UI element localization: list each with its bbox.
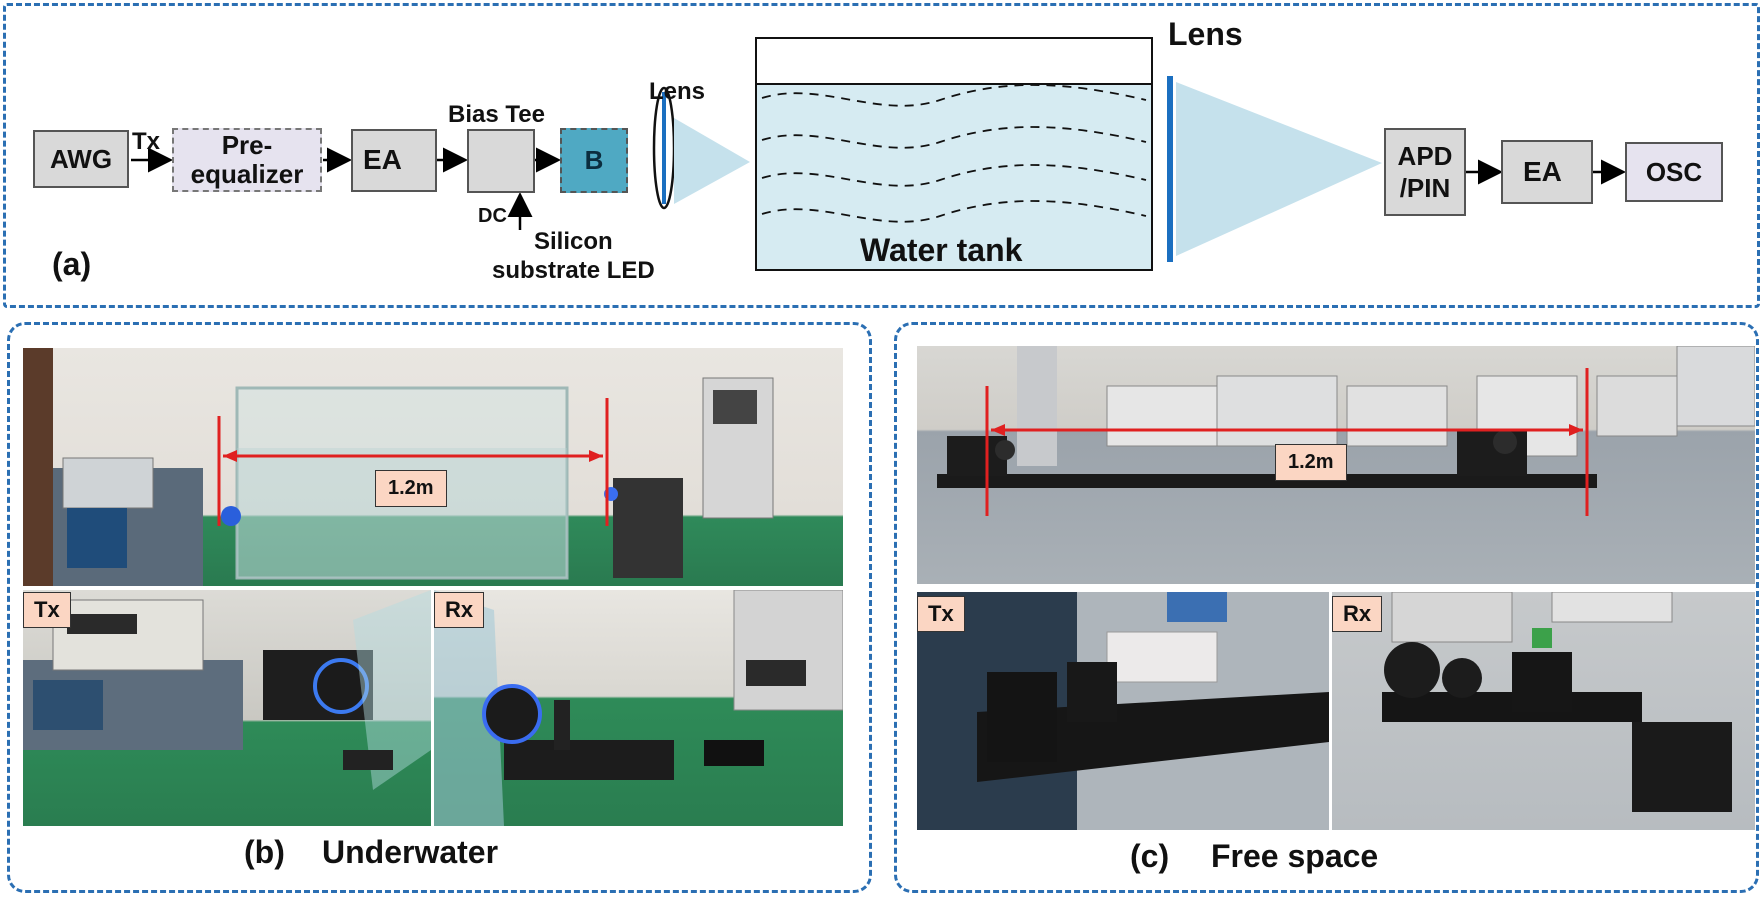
distance-marker-b [217,398,609,526]
panel-a-label: (a) [52,246,92,282]
panel-b-title: Underwater [322,834,499,870]
pre-equalizer-block: Pre- equalizer [172,128,322,192]
led-block: B [560,128,628,193]
osc-block: OSC [1625,142,1723,202]
distance-label-c: 1.2m [1275,444,1347,481]
distance-label-b: 1.2m [375,470,447,507]
panel-c-title: Free space [1211,838,1379,874]
free-space-rx-photo: Rx [1332,592,1755,830]
tx-label: Tx [132,128,161,155]
led-label: Silicon substrate LED [492,228,655,284]
rx-tag-c: Rx [1332,596,1383,632]
panel-b-label: (b) [244,834,285,870]
free-space-setup-photo: 1.2m [917,346,1755,584]
ea-block-1: EA [351,129,437,192]
underwater-rx-photo: Rx [434,590,843,826]
underwater-setup-photo: 1.2m [23,348,843,586]
panel-a-connectors [131,37,1626,271]
bias-tee-block [467,129,535,193]
panel-b-frame [7,322,872,893]
awg-block: AWG [33,130,129,188]
beam-1 [674,118,750,204]
lens-2-label: Lens [1168,16,1243,52]
apd-pin-block: APD /PIN [1384,128,1466,216]
bias-tee-label: Bias Tee [448,101,545,128]
water-tank-label: Water tank [860,232,1023,268]
beam-2 [1176,82,1382,256]
ea-block-2: EA [1501,140,1593,204]
distance-marker-c [985,368,1589,516]
rx-tag-b: Rx [434,592,485,628]
panel-c-label: (c) [1130,838,1170,874]
underwater-tx-photo: Tx [23,590,431,826]
panel-a-frame [3,3,1760,308]
free-space-tx-photo: Tx [917,592,1329,830]
lens-1-label: Lens [649,78,706,105]
tx-tag-c: Tx [917,596,965,632]
panel-c-frame [894,322,1759,893]
dc-label: DC [478,205,507,227]
tx-tag-b: Tx [23,592,71,628]
